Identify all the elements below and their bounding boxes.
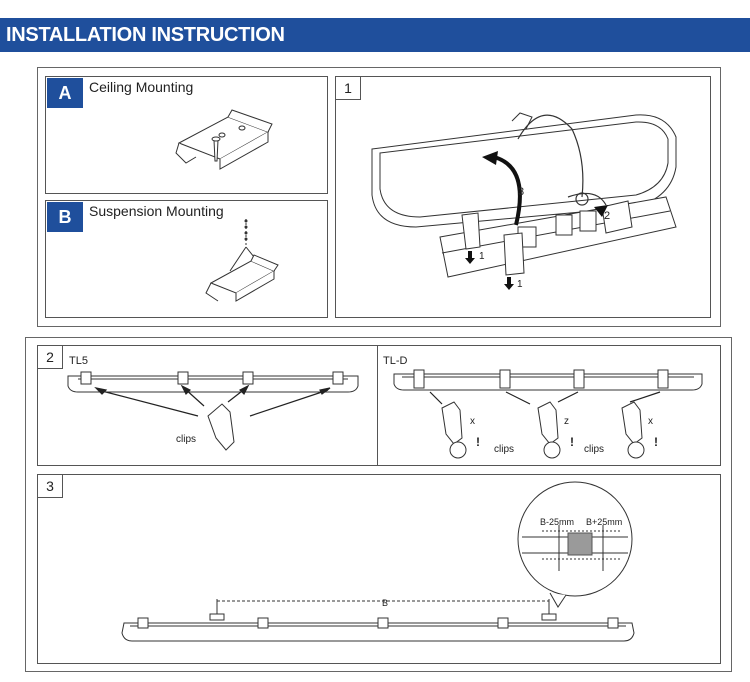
tld-label: TL-D — [383, 355, 408, 367]
clips-label-tl5: clips — [176, 434, 196, 445]
step-3-panel: 3 B B-25mm B+25mm — [37, 474, 721, 664]
detail-label-minus: B-25mm — [540, 517, 574, 527]
panel-a-label: Ceiling Mounting — [89, 79, 194, 95]
marker-x-2: x — [648, 416, 653, 427]
panel-b-label: Suspension Mounting — [89, 203, 224, 219]
marker-x-1: x — [470, 416, 475, 427]
page-title: INSTALLATION INSTRUCTION — [6, 24, 285, 46]
panel-suspension-mounting: B Suspension Mounting — [45, 200, 328, 318]
marker-excl-1: ! — [476, 435, 480, 449]
clips-illustration: clips clips clips x z x ! ! ! — [67, 369, 703, 459]
header-bar: INSTALLATION INSTRUCTION — [0, 18, 750, 52]
marker-z: z — [564, 416, 569, 427]
step-1-label-1a: 1 — [479, 251, 485, 262]
suspension-bracket-illustration — [205, 219, 279, 302]
step-1-panel: 1 3 2 1 1 — [335, 76, 711, 318]
step-3-number: 3 — [38, 475, 63, 498]
step-1-label-1b: 1 — [517, 279, 523, 290]
step-2-divider — [377, 346, 378, 465]
step-1-label-3: 3 — [518, 186, 524, 198]
marker-excl-2: ! — [570, 435, 574, 449]
clip-detail-block — [567, 532, 593, 556]
luminaire-wiring-illustration: 3 2 1 1 — [371, 112, 677, 290]
detail-label-plus: B+25mm — [586, 517, 622, 527]
clips-label-tld-2: clips — [584, 444, 604, 455]
luminaire-spacing-illustration: B B-25mm B+25mm — [121, 481, 635, 642]
ceiling-bracket-illustration — [175, 109, 273, 170]
tl5-label: TL5 — [69, 355, 88, 367]
panel-ceiling-mounting: A Ceiling Mounting — [45, 76, 328, 194]
panel-b-badge: B — [47, 202, 83, 232]
spacing-label-b: B — [382, 598, 388, 608]
step-1-number: 1 — [336, 77, 361, 100]
marker-excl-3: ! — [654, 435, 658, 449]
clips-label-tld-1: clips — [494, 444, 514, 455]
step-2-panel: 2 TL5 TL-D — [37, 345, 721, 466]
step-2-number: 2 — [38, 346, 63, 369]
step-1-label-2: 2 — [604, 210, 610, 222]
panel-a-badge: A — [47, 78, 83, 108]
